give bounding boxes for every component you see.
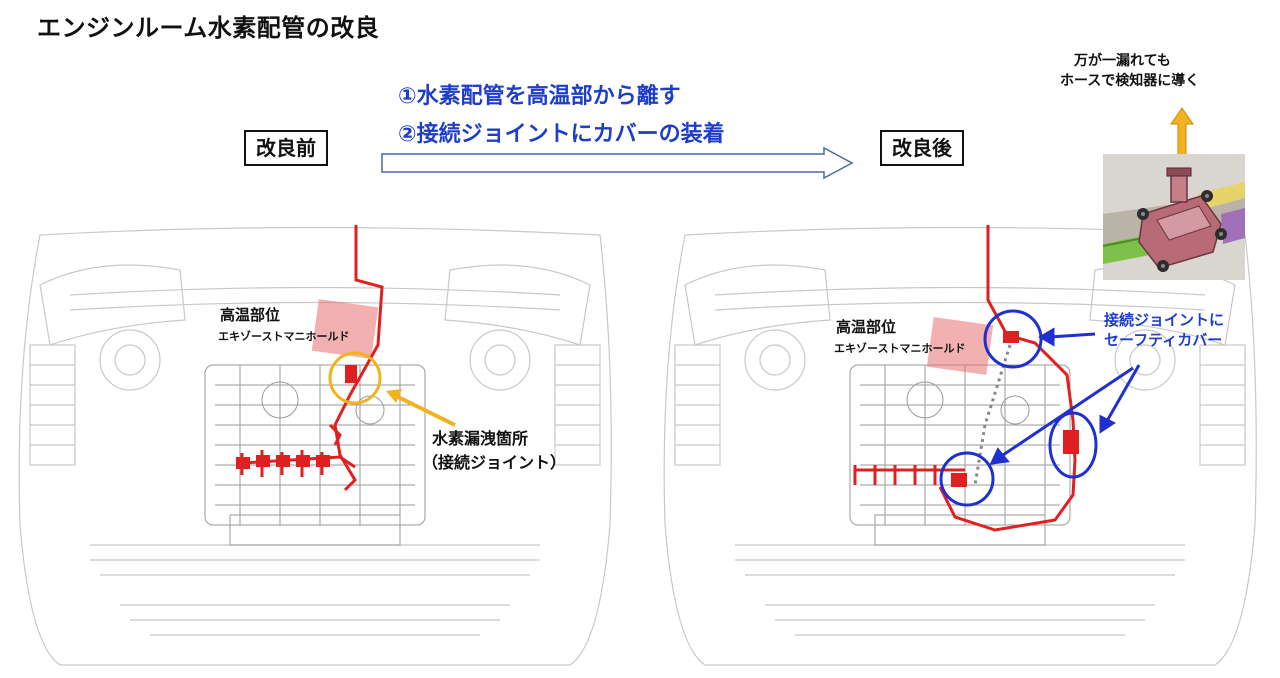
inset-note-line-1: 万が一漏れても xyxy=(1074,53,1171,69)
page-title: エンジンルーム水素配管の改良 xyxy=(37,14,380,42)
before-hot-part-sub: エキゾーストマニホールド xyxy=(218,330,350,343)
step-2-text: ②接続ジョイントにカバーの装着 xyxy=(398,122,725,147)
after-label: 改良後 xyxy=(880,130,964,166)
before-hot-part-title: 高温部位 xyxy=(220,306,281,324)
before-label: 改良前 xyxy=(244,130,328,166)
leak-location-sub: （接続ジョイント） xyxy=(422,453,567,472)
transition-arrow xyxy=(381,146,854,180)
after-hot-part-title: 高温部位 xyxy=(836,318,897,336)
after-engine-bay xyxy=(663,225,1257,666)
safety-cover-inset-image xyxy=(1102,154,1245,280)
before-engine-bay xyxy=(18,225,612,666)
step-1-text: ①水素配管を高温部から離す xyxy=(398,84,681,109)
after-hot-part-sub: エキゾーストマニホールド xyxy=(834,342,966,355)
inset-note-line-2: ホースで検知器に導く xyxy=(1060,73,1200,89)
safety-cover-line-2: セーフティカバー xyxy=(1104,331,1223,349)
leak-location-title: 水素漏洩箇所 xyxy=(432,429,529,448)
safety-cover-line-1: 接続ジョイントに xyxy=(1104,311,1225,329)
